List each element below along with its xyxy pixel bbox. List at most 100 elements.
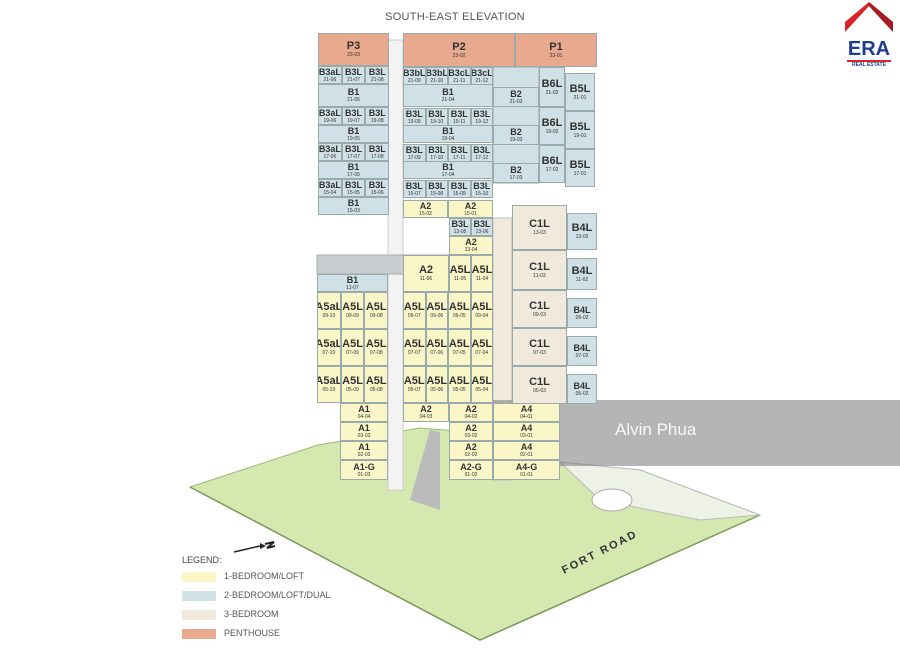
unit-type: A5L [448, 338, 470, 350]
unit-number: 21-01 [573, 94, 587, 101]
unit-type: A5L [403, 338, 425, 350]
unit-number: 17-10 [430, 154, 444, 161]
unit-number: 07-02 [575, 352, 589, 359]
unit-type: P2 [452, 40, 466, 53]
unit-number: 09-04 [475, 313, 489, 319]
unit-type: A5L [426, 375, 448, 387]
unit-number: 01-01 [520, 471, 533, 478]
unit-type: C1L [529, 260, 550, 273]
unit-number: 01-02 [464, 471, 478, 478]
unit-number: 02-02 [464, 452, 478, 458]
unit-type: A5L [403, 301, 425, 313]
unit-type: B3cL [448, 67, 471, 78]
unit-type: B3L [368, 66, 386, 77]
unit-type: A1-G [353, 461, 375, 472]
unit-type: A5L [449, 264, 471, 276]
unit-number: 21-02 [545, 89, 559, 96]
unit-number: 04-02 [464, 414, 478, 420]
unit-a5al-09-10: A5aL09-10 [317, 292, 341, 329]
legend-label: 1-BEDROOM/LOFT [224, 571, 305, 581]
unit-type: B3L [345, 143, 363, 154]
unit-number: 05-08 [369, 387, 383, 393]
unit-number: 19-07 [347, 117, 360, 124]
unit-number: 21-06 [323, 76, 337, 83]
logo-tagline: REAL ESTATE [847, 60, 891, 68]
unit-type: A4 [520, 442, 533, 452]
unit-type: B3L [428, 108, 446, 119]
unit-number: 21-05 [347, 97, 360, 103]
unit-number: 09-03 [533, 311, 546, 318]
unit-number: 17-01 [573, 170, 587, 177]
unit-type: B3L [345, 66, 363, 77]
unit-number: 21-12 [475, 77, 489, 84]
unit-number: 17-07 [347, 153, 360, 160]
unit-number: 15-10 [475, 190, 489, 197]
unit-type: B3L [368, 143, 386, 154]
unit-number: 13-05 [453, 228, 467, 235]
unit-type: C1L [529, 337, 550, 350]
unit-type: A5L [471, 264, 493, 276]
unit-type: A5L [365, 338, 387, 350]
logo-brand: ERA [847, 38, 891, 60]
unit-type: A4-G [515, 461, 538, 472]
unit-type: A5L [342, 338, 363, 350]
unit-type: B3L [450, 108, 468, 119]
unit-number: 15-09 [452, 190, 466, 197]
unit-type: A2 [419, 200, 432, 211]
unit-type: A2 [465, 423, 477, 433]
legend-swatch [182, 591, 216, 601]
unit-number: 13-06 [475, 228, 489, 235]
unit-number: 09-09 [346, 313, 359, 319]
unit-type: B6L [541, 77, 563, 90]
unit-number: 17-12 [475, 154, 489, 161]
unit-type: A5L [426, 301, 448, 313]
unit-number: 17-03 [509, 174, 523, 181]
unit-type: B1 [442, 125, 454, 136]
unit-type: C1L [529, 375, 550, 388]
unit-number: 17-06 [323, 153, 337, 160]
unit-type: B6L [541, 116, 563, 129]
unit-type: A2 [464, 200, 477, 211]
unit-type: A2-G [460, 461, 482, 472]
ramp [410, 430, 440, 510]
unit-type: B2 [510, 126, 522, 137]
unit-type: A1 [358, 423, 370, 433]
unit-type: A5L [342, 301, 363, 313]
